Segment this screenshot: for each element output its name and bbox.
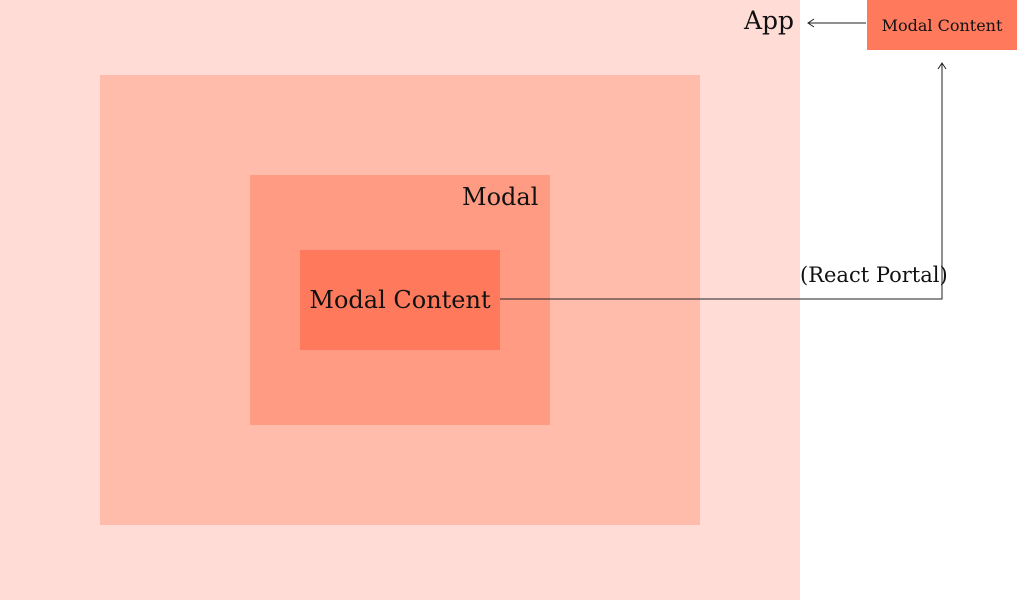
portal-connector-line <box>500 63 943 300</box>
react-portal-label: (React Portal) <box>800 263 948 287</box>
app-arrowhead <box>807 18 815 28</box>
portal-content-label: Modal Content <box>881 15 1003 35</box>
modal-content-label: Modal Content <box>309 286 491 314</box>
portal-content-box: Modal Content <box>867 0 1017 50</box>
modal-content-box: Modal Content <box>300 250 500 350</box>
app-label: App <box>744 6 795 35</box>
modal-label: Modal <box>462 183 539 211</box>
portal-arrowhead <box>937 62 947 70</box>
